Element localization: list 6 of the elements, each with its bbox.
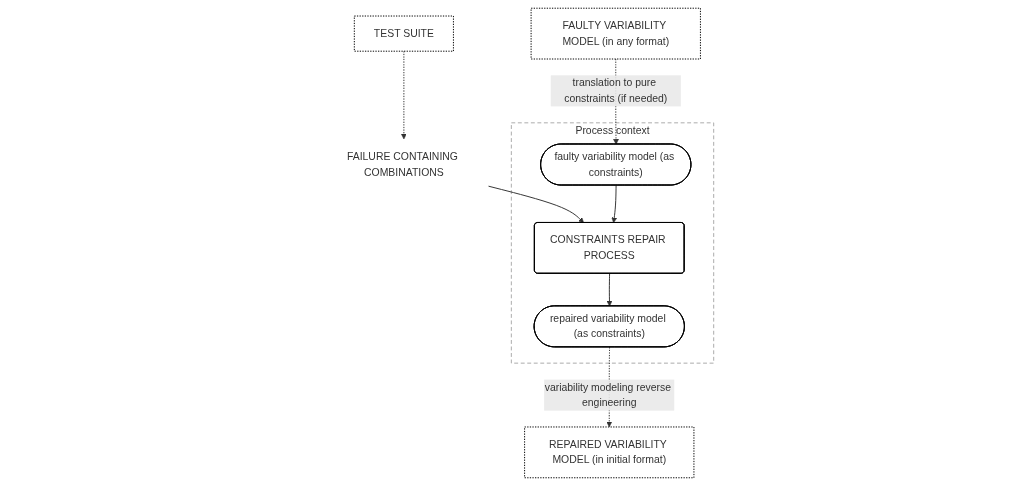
node-text: FAILURE CONTAINING COMBINATIONS: [346, 150, 458, 178]
node-box: FAULTY VARIABILITY MODEL (in any format): [530, 7, 701, 60]
edge-label: translation to pure constraints (if needed): [563, 77, 667, 104]
edge-label: variability modeling reverse engineering: [544, 381, 671, 409]
node-box: REPAIRED VARIABILITY MODEL (in initial format): [523, 426, 694, 479]
node-box: TEST SUITE: [353, 15, 454, 52]
